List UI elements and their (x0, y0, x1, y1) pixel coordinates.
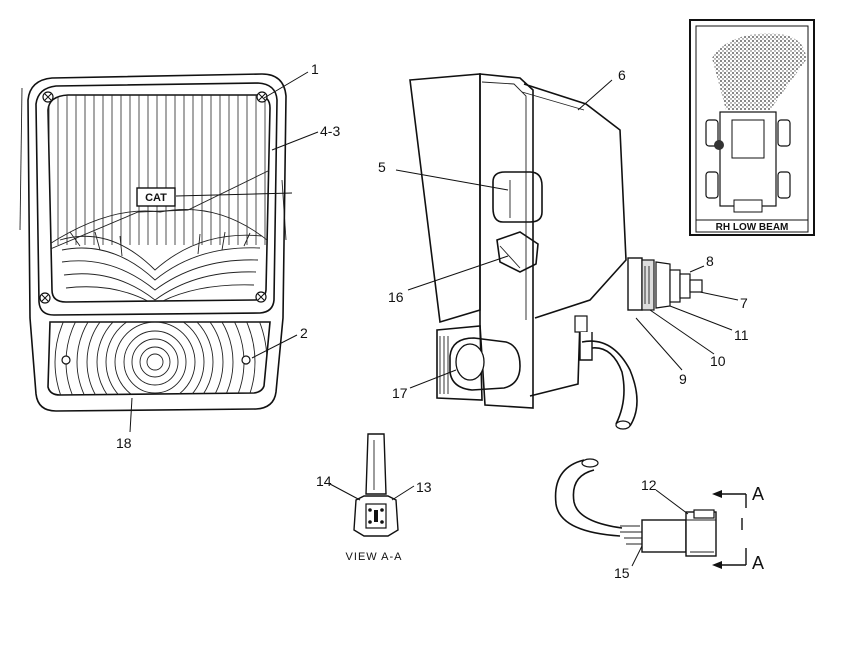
lens-screw (61, 355, 71, 365)
callout-7: 7 (740, 295, 748, 311)
lens-screw (241, 355, 251, 365)
headlamp-location-marker (714, 140, 724, 150)
edge-mark (19, 87, 23, 231)
callout-16: 16 (388, 289, 404, 305)
callout-12: 12 (641, 477, 657, 493)
callout-11: 11 (734, 327, 749, 343)
inset-caption: RH LOW BEAM (716, 222, 789, 233)
bracket-ribs (439, 336, 449, 394)
leader-lines (129, 71, 739, 567)
bezel-inner-line (481, 81, 527, 320)
side-view-headlamp (409, 73, 703, 430)
callout-labels: 1 4-3 2 18 5 16 17 6 8 7 11 10 9 14 13 1… (116, 61, 749, 581)
callout-6: 6 (618, 67, 626, 83)
bezel-screw (255, 291, 267, 303)
mount-bracket (436, 325, 483, 401)
callout-9: 9 (679, 371, 687, 387)
lower-adjuster-detail (499, 245, 521, 269)
section-label-top: A (752, 484, 764, 504)
callout-10: 10 (710, 353, 726, 369)
front-view-headlamp: CAT (19, 73, 287, 412)
bezel-screw (42, 91, 54, 103)
side-bezel (479, 73, 534, 409)
svg-text:CAT: CAT (145, 192, 167, 204)
callout-18: 18 (116, 435, 132, 451)
bezel-screw (256, 91, 268, 103)
section-marker (712, 490, 747, 569)
rear-housing-bottom (529, 319, 581, 397)
mount-clamp-eye (455, 343, 485, 381)
side-cable (574, 315, 638, 430)
lower-lens-rings (48, 322, 268, 395)
callout-1: 1 (311, 61, 319, 77)
outer-housing (27, 73, 287, 412)
connector-wires (620, 525, 644, 545)
callout-14: 14 (316, 473, 332, 489)
bezel-screw (39, 292, 51, 304)
rear-housing (523, 83, 627, 319)
lens-flutes (48, 95, 270, 302)
view-cable (365, 433, 387, 495)
view-a-a: VIEW A-A (346, 433, 403, 563)
lower-lens (47, 321, 271, 396)
mount-clamp (449, 337, 521, 391)
callout-5: 5 (378, 159, 386, 175)
connector-body (641, 509, 717, 557)
machine-outline (705, 111, 791, 213)
location-inset: RH LOW BEAM (689, 19, 815, 236)
callout-13: 13 (416, 479, 432, 495)
rear-adjust-stud (627, 257, 703, 311)
callout-4-3: 4-3 (320, 123, 340, 139)
connector-detail: A A (554, 458, 764, 573)
section-label-bottom: A (752, 553, 764, 573)
connector-cable (554, 459, 621, 537)
bezel-frame (35, 82, 278, 316)
callout-2: 2 (300, 325, 308, 341)
view-connector (353, 495, 399, 537)
callout-8: 8 (706, 253, 714, 269)
upper-adjuster (492, 171, 543, 223)
callout-15: 15 (614, 565, 630, 581)
callout-17: 17 (392, 385, 408, 401)
view-caption: VIEW A-A (346, 551, 403, 563)
lower-adjuster (496, 231, 539, 273)
side-lens (409, 73, 481, 324)
cat-logo: CAT (136, 187, 176, 207)
rear-housing-edge (521, 91, 585, 111)
